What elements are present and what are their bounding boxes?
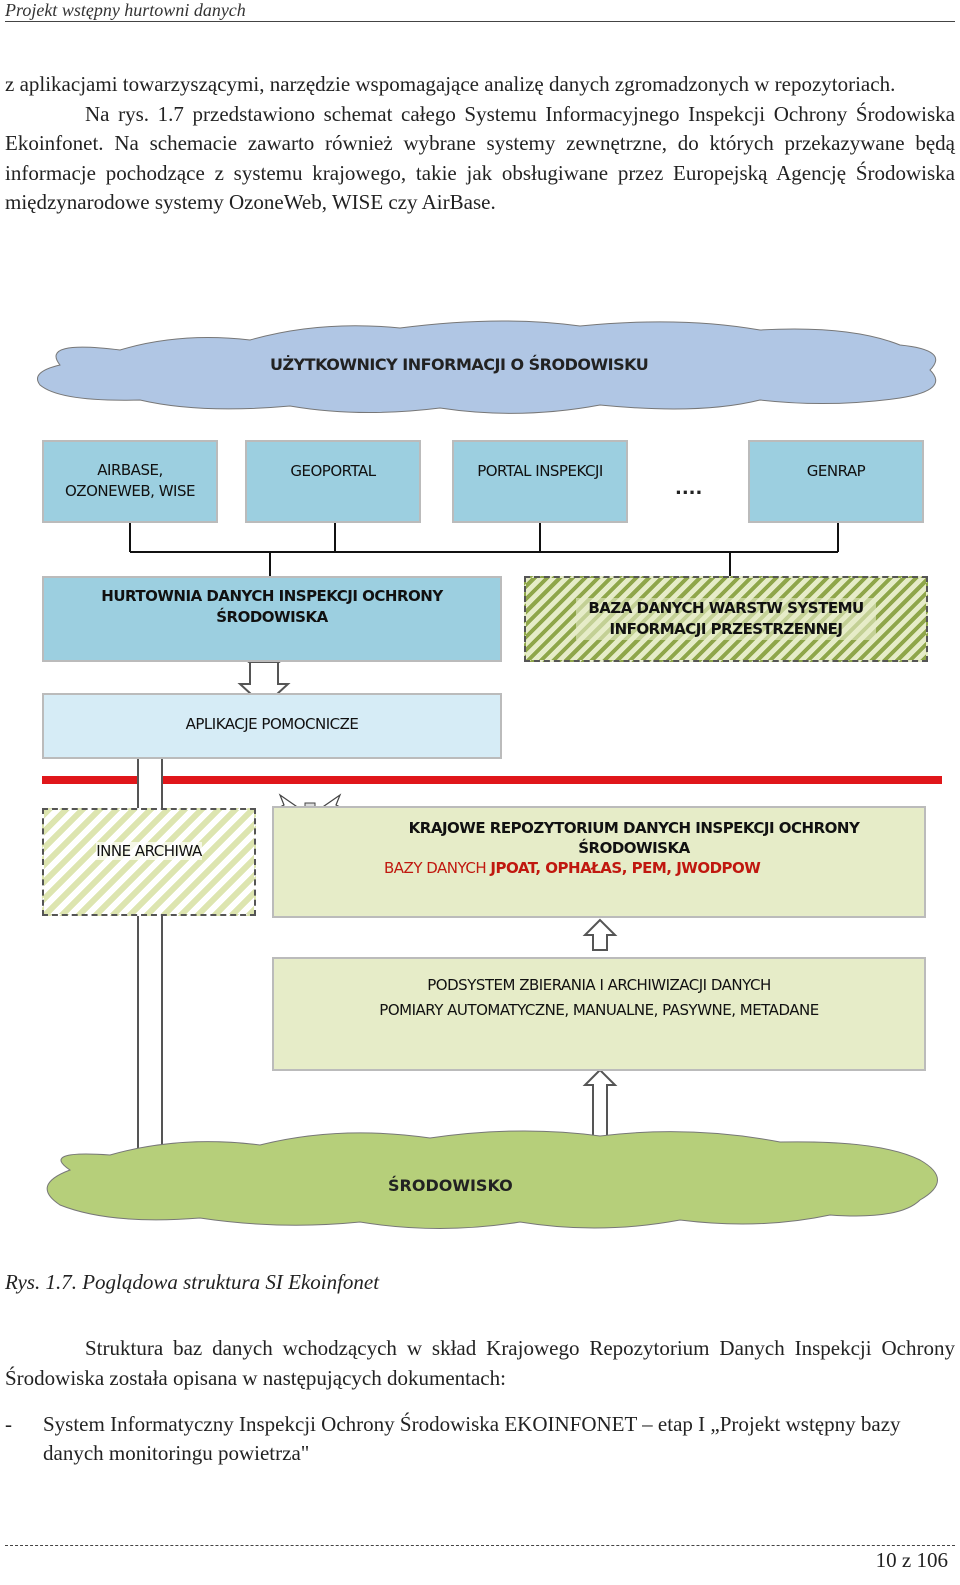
system-diagram: UŻYTKOWNICY INFORMACJI O ŚRODOWISKU AIRB… — [0, 310, 960, 1260]
baza-warstw-box: BAZA DANYCH WARSTW SYSTEMU INFORMACJI PR… — [524, 576, 928, 662]
more-portals-ellipsis: .... — [675, 478, 703, 499]
figure-caption: Rys. 1.7. Poglądowa struktura SI Ekoinfo… — [5, 1270, 380, 1294]
airbase-label: AIRBASE, OZONEWEB, WISE — [65, 461, 195, 500]
repozytorium-bazy-prefix: BAZY DANYCH — [384, 859, 491, 877]
inne-archiwa-box: INNE ARCHIWA — [42, 808, 256, 916]
document-list-item: - System Informatyczny Inspekcji Ochrony… — [5, 1410, 955, 1470]
aplikacje-label: APLIKACJE POMOCNICZE — [185, 715, 359, 733]
geoportal-box: GEOPORTAL — [245, 440, 421, 523]
podsystem-line1: PODSYSTEM ZBIERANIA I ARCHIWIZACJI DANYC… — [427, 976, 771, 994]
hurtownia-box: HURTOWNIA DANYCH INSPEKCJI OCHRONY ŚRODO… — [42, 576, 502, 662]
inne-archiwa-label: INNE ARCHIWA — [96, 842, 202, 860]
arrow-up-tall — [123, 728, 177, 1181]
baza-warstw-label: BAZA DANYCH WARSTW SYSTEMU INFORMACJI PR… — [576, 598, 876, 640]
intro-text: z aplikacjami towarzyszącymi, narzędzie … — [5, 70, 955, 218]
intro-paragraph-1: z aplikacjami towarzyszącymi, narzędzie … — [5, 72, 896, 96]
podsystem-box: PODSYSTEM ZBIERANIA I ARCHIWIZACJI DANYC… — [272, 957, 926, 1071]
red-divider — [42, 776, 942, 784]
portal-inspekcji-box: PORTAL INSPEKCJI — [452, 440, 628, 523]
arrow-up-podsystem — [582, 918, 618, 951]
repozytorium-title: KRAJOWE REPOZYTORIUM DANYCH INSPEKCJI OC… — [408, 819, 860, 857]
users-cloud — [37, 320, 937, 414]
hurtownia-label: HURTOWNIA DANYCH INSPEKCJI OCHRONY ŚRODO… — [101, 587, 443, 626]
outro-paragraph: Struktura baz danych wchodzących w skład… — [5, 1336, 955, 1390]
users-cloud-label: UŻYTKOWNICY INFORMACJI O ŚRODOWISKU — [270, 355, 649, 374]
intro-paragraph-2: Na rys. 1.7 przedstawiono schemat całego… — [5, 101, 955, 215]
aplikacje-box: APLIKACJE POMOCNICZE — [42, 693, 502, 759]
podsystem-line2: POMIARY AUTOMATYCZNE, MANUALNE, PASYWNE,… — [379, 1001, 819, 1019]
environment-cloud-label: ŚRODOWISKO — [388, 1176, 513, 1195]
list-item-text: System Informatyczny Inspekcji Ochrony Ś… — [43, 1412, 901, 1465]
footer-rule — [5, 1545, 955, 1546]
repozytorium-bazy: BAZY DANYCH JPOAT, OPHAŁAS, PEM, JWODPOW — [384, 858, 761, 878]
repozytorium-bazy-list: JPOAT, OPHAŁAS, PEM, JWODPOW — [490, 859, 761, 877]
genrap-label: GENRAP — [806, 462, 866, 480]
list-dash: - — [5, 1412, 12, 1436]
repozytorium-box: KRAJOWE REPOZYTORIUM DANYCH INSPEKCJI OC… — [272, 806, 926, 918]
portal-connectors — [129, 523, 839, 576]
airbase-box: AIRBASE, OZONEWEB, WISE — [42, 440, 218, 523]
genrap-box: GENRAP — [748, 440, 924, 523]
portal-inspekcji-label: PORTAL INSPEKCJI — [477, 462, 603, 480]
header-rule — [5, 21, 955, 22]
running-header: Projekt wstępny hurtowni danych — [5, 0, 246, 20]
page-number: 10 z 106 — [875, 1548, 948, 1572]
environment-cloud — [46, 1130, 938, 1229]
geoportal-label: GEOPORTAL — [290, 462, 376, 480]
